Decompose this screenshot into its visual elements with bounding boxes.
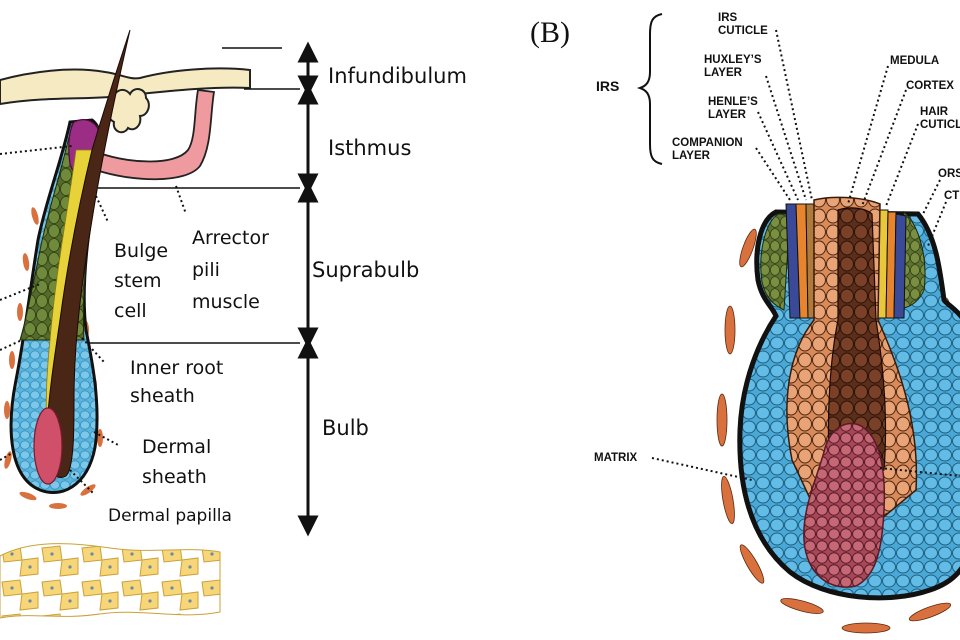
region-label-isthmus: Isthmus [328, 136, 412, 160]
caption-huxleys-layer: HUXLEY’S LAYER [704, 54, 762, 79]
epidermis [0, 67, 251, 106]
caption-irs-cuticle: IRS CUTICLE [718, 12, 768, 37]
dermal-papilla-b [803, 422, 886, 588]
label-inner-root-sheath: Inner root sheath [130, 357, 224, 407]
ors-layer-right [903, 210, 926, 309]
label-bulge-stem-cell: Bulge stem cell [114, 240, 169, 322]
region-label-infundibulum: Infundibulum [328, 64, 467, 88]
sebaceous-gland [106, 88, 150, 134]
leader-lines-a [0, 145, 187, 495]
caption-matrix: MATRIX [594, 452, 638, 464]
arrector-pili-muscle [95, 89, 216, 181]
leader-lines-b [651, 29, 960, 481]
caption-medula: MEDULA [890, 55, 940, 67]
label-arrector-pili-muscle: Arrector pili muscle [192, 227, 269, 313]
medulla [827, 207, 887, 471]
ors-layer [760, 213, 791, 311]
panel-b-label: (B) [530, 16, 570, 49]
irs-group-label: IRS [596, 78, 620, 94]
label-dermal-sheath: Dermal sheath [142, 436, 212, 488]
caption-ct: CT [944, 190, 960, 202]
region-dividers [90, 47, 300, 344]
caption-hair-cuticle: HAIR CUTICL [920, 106, 960, 131]
irs-bracket [636, 13, 663, 165]
region-label-bulb: Bulb [322, 416, 369, 440]
panel-b [636, 13, 960, 634]
label-dermal-papilla: Dermal papilla [108, 506, 232, 526]
caption-cortex: CORTEX [906, 80, 954, 92]
subcutaneous-fat [0, 543, 221, 619]
henles-layer-right [893, 213, 907, 319]
region-label-suprabulb: Suprabulb [312, 258, 420, 282]
dermal-papilla [33, 407, 63, 485]
panel-a [0, 29, 319, 619]
caption-companion-layer: COMPANION LAYER [672, 137, 743, 162]
irs-cuticle-left [805, 203, 815, 319]
caption-henles-layer: HENLE’S LAYER [708, 96, 758, 121]
caption-ors: ORS [938, 168, 960, 180]
